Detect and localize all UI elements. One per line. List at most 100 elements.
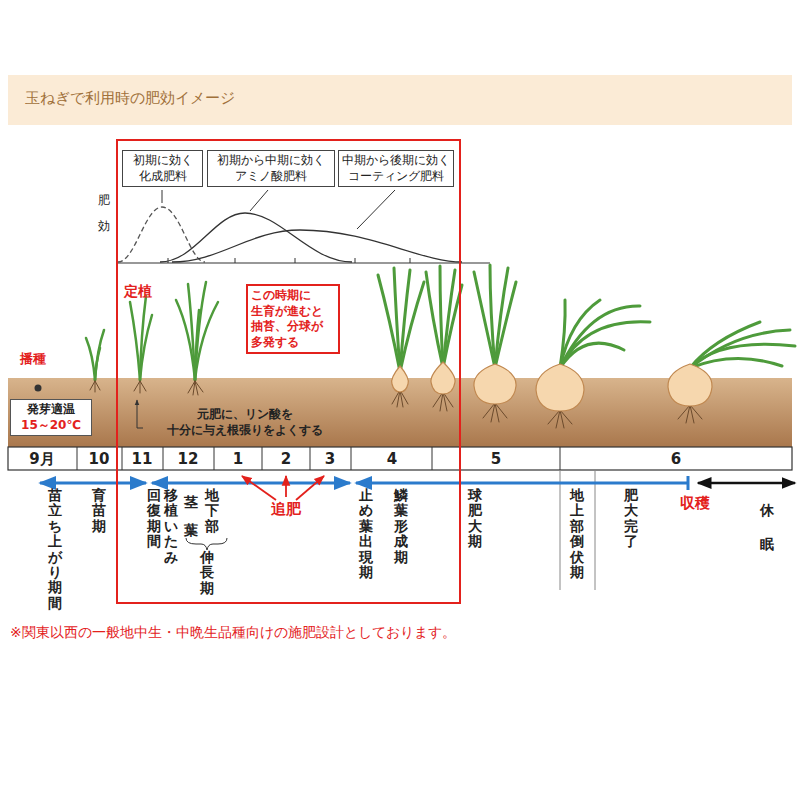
warning-callout: この時期に 生育が進むと 抽苔、分球が 多発する [246,284,340,354]
illustration-part [400,282,424,372]
harvest-label: 収穫 [680,494,710,513]
illustration-part [195,302,218,380]
illustration-part [560,470,595,590]
illustration-part [483,403,507,422]
title: 玉ねぎで利用時の肥効イメージ [25,89,235,108]
illustration-part [86,338,95,380]
illustration-part [188,381,203,395]
illustration-part [130,302,140,380]
illustration-part [118,207,205,262]
stage-label: 地下部 [205,488,219,534]
title-band [8,75,792,125]
seedlings [86,282,218,395]
illustration-part [678,405,702,423]
topdressing-label: 追肥 [271,500,301,519]
illustration-part [172,230,462,262]
stage-label: 止め葉出現期 [359,488,373,580]
stage-label: 苗立ち上がり期間 [48,488,62,611]
illustration-part [95,348,100,380]
illustration-part [90,381,203,395]
illustration-part [394,268,400,372]
illustration-part [77,447,560,470]
illustration-part [474,364,516,404]
illustration-part [440,266,443,368]
stage-label: 伸長期 [200,550,214,596]
stage-label: 育苗期 [92,488,106,534]
month-label: 5 [491,450,501,468]
month-label: 10 [89,450,110,468]
leader-arrow [137,400,143,428]
stage-label: 鱗葉形成期 [394,488,408,565]
illustration-part [86,282,218,380]
month-label: 4 [387,450,397,468]
illustration-part [162,190,395,229]
illustration-part [296,476,324,500]
onion-plants [378,265,795,428]
node-text: この時期に 生育が進むと 抽苔、分球が 多発する [251,288,335,350]
stage-label: 休眠 [760,494,774,561]
stage-label: 球肥大期 [468,488,482,550]
illustration-part [40,482,146,485]
illustration-part [495,282,516,368]
stage-label: 地上部倒伏期 [570,488,584,580]
illustration-part [668,364,712,406]
month-label: 3 [325,450,335,468]
illustration-part [687,476,690,490]
fertilizer-chart [118,190,490,263]
illustration-part [134,381,146,393]
fertilizer-box: 中期から後期に効く コーティング肥料 [338,150,454,187]
illustration-part [536,364,584,411]
illustration-part [188,284,195,380]
node-text: 15～20℃ [14,418,88,434]
temperature-box: 発芽適温15～20℃ [10,399,92,436]
node-text: 中期から後期に効く コーティング肥料 [342,153,450,184]
stage-label: 肥大完了 [624,488,638,550]
month-label: 9月 [29,450,54,469]
fertilizer-box: 初期に効く 化成肥料 [122,150,203,187]
illustration-part [392,362,712,411]
illustration-part [378,265,795,372]
illustration-part [90,381,100,392]
event-label: 播種 [20,350,46,368]
illustration-part [242,476,276,500]
event-label: 定植 [124,283,152,301]
illustration-part [392,366,409,392]
illustration-part [8,447,792,470]
footnote: ※関東以西の一般地中生・中晩生品種向けの施肥設計としております。 [10,624,456,642]
illustration-part [690,330,790,368]
fertilizer-box: 初期から中期に効く アミノ酸肥料 [207,150,335,187]
month-label: 2 [281,450,291,468]
axis-label: 肥 効 [98,187,110,240]
node-text: 初期に効く 化成肥料 [126,153,199,184]
topdressing-arrows [242,476,324,500]
illustration-part [690,358,782,368]
illustration-part [356,482,688,485]
note: 元肥に、リン酸を 十分に与え根張りをよくする [140,407,350,438]
illustration-part [140,315,152,380]
stage-label: 移植いたみ [164,488,178,565]
month-label: 11 [132,450,153,468]
illustration-part [560,306,640,368]
stage-label: 回復期間 [147,488,161,550]
illustration-part [431,362,455,394]
illustration-part [285,476,287,497]
illustration-part [433,392,453,411]
illustration-part [548,410,572,428]
illustration-part [490,265,495,368]
stage-label: 茎葉 [184,488,198,544]
illustration-part [560,343,624,368]
illustration-part [560,300,600,368]
month-label: 1 [233,450,243,468]
highlight-frame [117,140,460,603]
illustration-part [698,482,795,485]
node-text: 発芽適温 [14,402,88,418]
brace [186,538,227,550]
month-bar [8,447,792,590]
illustration-part [95,330,104,380]
illustration-part [195,310,199,380]
illustration-part [690,322,760,368]
node-text: 初期から中期に効く アミノ酸肥料 [211,153,331,184]
month-label: 12 [178,450,199,468]
